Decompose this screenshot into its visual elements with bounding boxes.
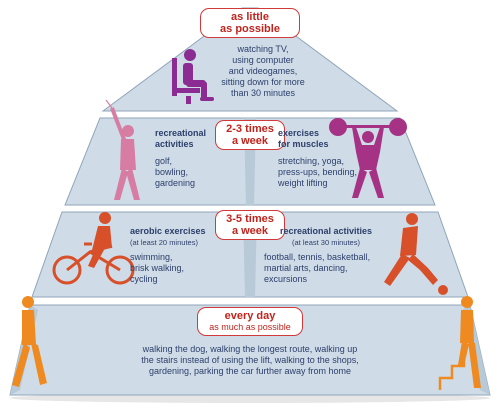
level-1-line: using computer xyxy=(232,55,294,65)
badge-every-day: every day as much as possible xyxy=(197,307,303,336)
level-2-left-line: gardening xyxy=(155,178,196,188)
level-3-right-line: football, tennis, basketball, xyxy=(264,252,371,262)
level-3-left-line: brisk walking, xyxy=(130,263,185,273)
recreational-activities-subtitle: (at least 30 minutes) xyxy=(292,238,360,247)
level-2-right-line: stretching, yoga, xyxy=(278,156,345,166)
exercises-for-muscles-title: exercises xyxy=(278,128,320,138)
recreational-activities-title-2: recreational activities xyxy=(279,226,373,236)
exercises-for-muscles-title: for muscles xyxy=(278,139,329,149)
level-2-left-block: recreational activities golf, bowling, g… xyxy=(155,128,235,189)
level-4-activities: walking the dog, walking the longest rou… xyxy=(110,344,390,377)
climbing-stairs-icon xyxy=(438,296,481,390)
level-3-right-block: recreational activities (at least 30 min… xyxy=(264,226,390,285)
level-1-line: sitting down for more xyxy=(221,77,305,87)
badge-line-2: a week xyxy=(231,135,269,147)
badge-line-1: as little xyxy=(231,11,269,23)
level-3-right-line: martial arts, dancing, xyxy=(264,263,348,273)
badge-line-1: 3-5 times xyxy=(226,213,274,225)
golfer-icon xyxy=(105,99,140,200)
cyclist-icon xyxy=(52,212,135,285)
level-3-left-line: cycling xyxy=(130,274,158,284)
badge-line-1: 2-3 times xyxy=(226,123,274,135)
level-2-left-line: bowling, xyxy=(155,167,189,177)
level-3-left-line: swimming, xyxy=(130,252,173,262)
weightlifter-icon xyxy=(329,118,407,198)
level-1-activities: watching TV, using computer and videogam… xyxy=(198,44,328,99)
level-4-line: walking the dog, walking the longest rou… xyxy=(142,344,358,354)
badge-line-1: every day xyxy=(224,310,276,322)
level-2-right-line: weight lifting xyxy=(278,178,328,188)
badge-line-2: as possible xyxy=(220,23,280,35)
level-3-left-block: aerobic exercises (at least 20 minutes) … xyxy=(130,226,240,285)
badge-2-3-times-a-week: 2-3 times a week xyxy=(215,120,285,150)
level-2-right-block: exercises for muscles stretching, yoga, … xyxy=(278,128,378,189)
aerobic-exercises-subtitle: (at least 20 minutes) xyxy=(130,238,198,247)
level-4-line: the stairs instead of using the lift, wa… xyxy=(141,355,359,365)
badge-3-5-times-a-week: 3-5 times a week xyxy=(215,210,285,240)
level-3-right-line: excursions xyxy=(264,274,308,284)
walking-person-icon xyxy=(12,296,47,387)
sitting-person-icon xyxy=(172,49,214,104)
level-1-line: watching TV, xyxy=(237,44,289,54)
level-2-right-line: press-ups, bending, xyxy=(278,167,358,177)
recreational-activities-title: activities xyxy=(155,139,194,149)
recreational-activities-title: recreational xyxy=(155,128,207,138)
level-1-line: than 30 minutes xyxy=(230,88,296,98)
soccer-player-icon xyxy=(384,213,448,295)
level-4-line: gardening, parking the car further away … xyxy=(148,366,352,376)
level-1-line: and videogames, xyxy=(228,66,298,76)
level-2-left-line: golf, xyxy=(155,156,173,166)
aerobic-exercises-title: aerobic exercises xyxy=(130,226,206,236)
badge-line-2: a week xyxy=(231,225,269,237)
badge-as-little-as-possible: as little as possible xyxy=(200,8,300,38)
badge-subtitle: as much as possible xyxy=(209,322,291,332)
